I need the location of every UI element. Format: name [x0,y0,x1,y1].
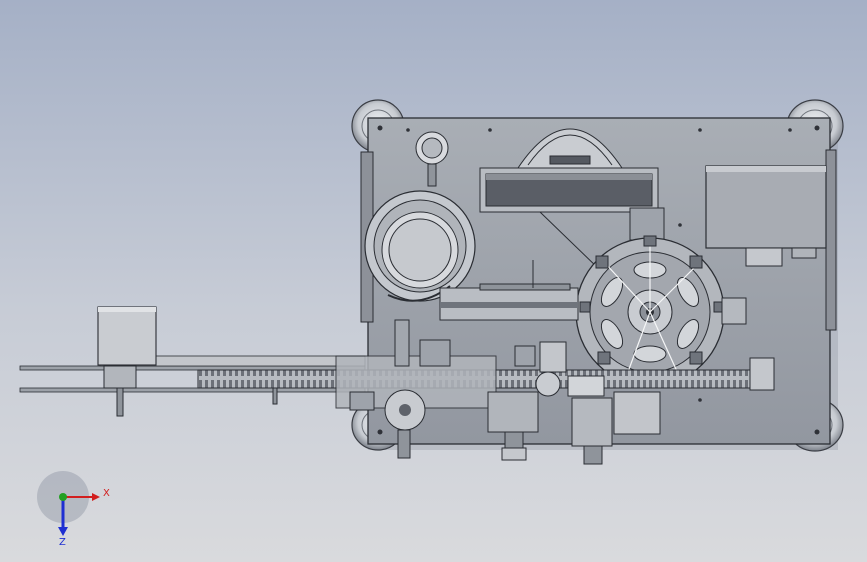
stopper-assembly [571,357,775,465]
drive-assembly [335,319,497,459]
coordinate-triad: X Z [37,471,110,548]
z-axis-label: Z [59,537,66,548]
top-arc-guard [517,128,623,169]
right-side-frame [825,149,837,331]
rotary-index-table [575,235,747,387]
clamp-assembly [487,341,605,461]
guide-rail [439,260,579,321]
x-axis-label: X [103,488,110,499]
tape-reel [364,190,476,302]
conveyor-extension [19,306,366,417]
label-strip-holder [479,167,665,271]
control-box [705,165,827,267]
small-spool [415,131,449,187]
